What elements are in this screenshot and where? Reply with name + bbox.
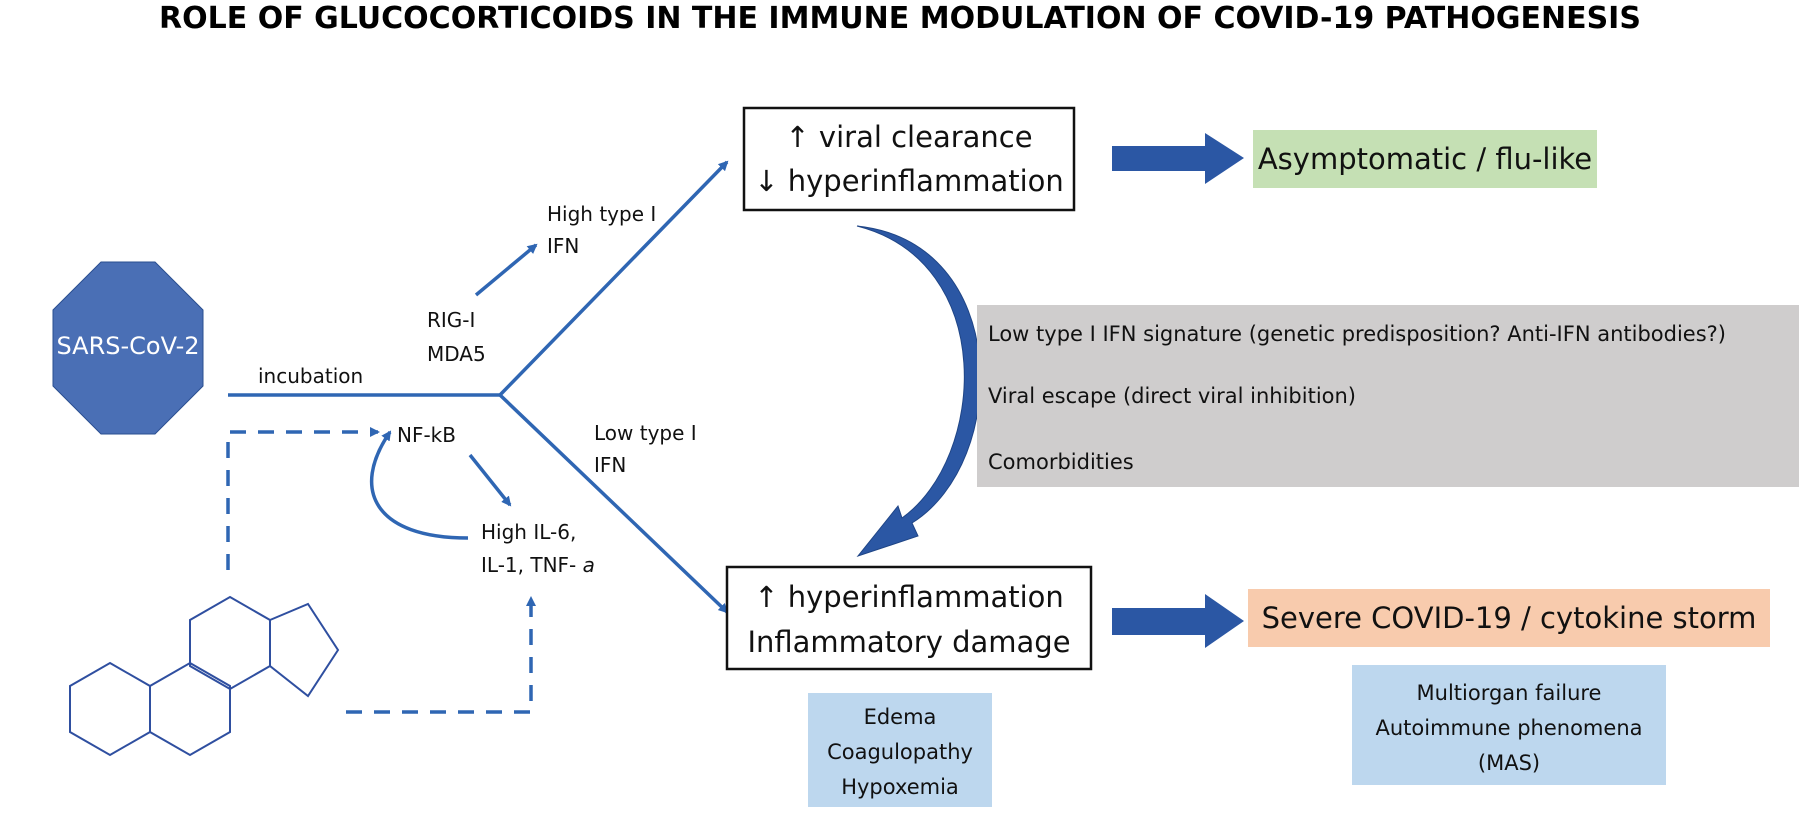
virus-label: SARS-CoV-2 xyxy=(56,332,199,360)
consequence-item: (MAS) xyxy=(1478,751,1540,775)
high-il6-label-1: High IL-6, xyxy=(481,520,576,544)
consequence-item: Multiorgan failure xyxy=(1417,681,1602,705)
steroid-structure-icon xyxy=(69,595,340,757)
bottom-outcome-box xyxy=(725,565,1093,671)
high-type1-ifn-label-1: High type I xyxy=(547,202,656,226)
bottom-outcome-line1: ↑ hyperinflammation xyxy=(754,580,1064,614)
high-type1-ifn-label-2: IFN xyxy=(547,234,579,258)
severe-box xyxy=(1248,589,1770,647)
progression-curved-arrow xyxy=(856,225,981,558)
factor-item: Low type I IFN signature (genetic predis… xyxy=(988,322,1726,346)
glucocorticoid-to-cytokines-dashed-arrow xyxy=(346,596,536,714)
asymptomatic-box xyxy=(1253,130,1597,188)
diagram-title: ROLE OF GLUCOCORTICOIDS IN THE IMMUNE MO… xyxy=(159,1,1641,36)
mda5-label: MDA5 xyxy=(427,342,486,366)
severe-label: Severe COVID-19 / cytokine storm xyxy=(1262,601,1757,635)
glucocorticoid-to-nfkb-dashed-arrow xyxy=(226,427,380,570)
asymptomatic-label: Asymptomatic / flu-like xyxy=(1258,142,1592,176)
feedback-loop-arrow xyxy=(370,430,469,540)
consequence-item: Autoimmune phenomena xyxy=(1376,716,1643,740)
rig-to-ifn-arrow xyxy=(474,243,538,297)
low-type1-ifn-label-1: Low type I xyxy=(594,421,697,445)
damage-item: Edema xyxy=(864,705,937,729)
damage-item: Coagulopathy xyxy=(827,740,973,764)
nfkb-label: NF-kB xyxy=(397,423,456,447)
branch-to-top-arrow xyxy=(498,160,729,397)
top-outcome-line1: ↑ viral clearance xyxy=(785,120,1032,154)
low-type1-ifn-label-2: IFN xyxy=(594,453,626,477)
damage-box xyxy=(808,693,992,807)
bottom-outcome-line2: Inflammatory damage xyxy=(747,625,1070,659)
factor-item: Viral escape (direct viral inhibition) xyxy=(988,384,1356,408)
damage-item: Hypoxemia xyxy=(841,775,959,799)
bottom-block-arrow xyxy=(1112,594,1244,648)
branch-to-bottom-arrow xyxy=(498,393,729,614)
top-block-arrow xyxy=(1112,133,1244,184)
high-il6-label-2: IL-1, TNF- a xyxy=(481,553,595,577)
factor-item: Comorbidities xyxy=(988,450,1134,474)
top-outcome-box xyxy=(742,106,1076,212)
factors-box xyxy=(977,305,1799,487)
nfkb-to-cytokines-arrow xyxy=(468,453,512,507)
incubation-label: incubation xyxy=(258,364,363,388)
rig-i-label: RIG-I xyxy=(427,308,475,332)
virus-octagon-shape xyxy=(52,261,204,435)
consequences-box xyxy=(1352,665,1666,785)
top-outcome-line2: ↓ hyperinflammation xyxy=(754,164,1064,198)
